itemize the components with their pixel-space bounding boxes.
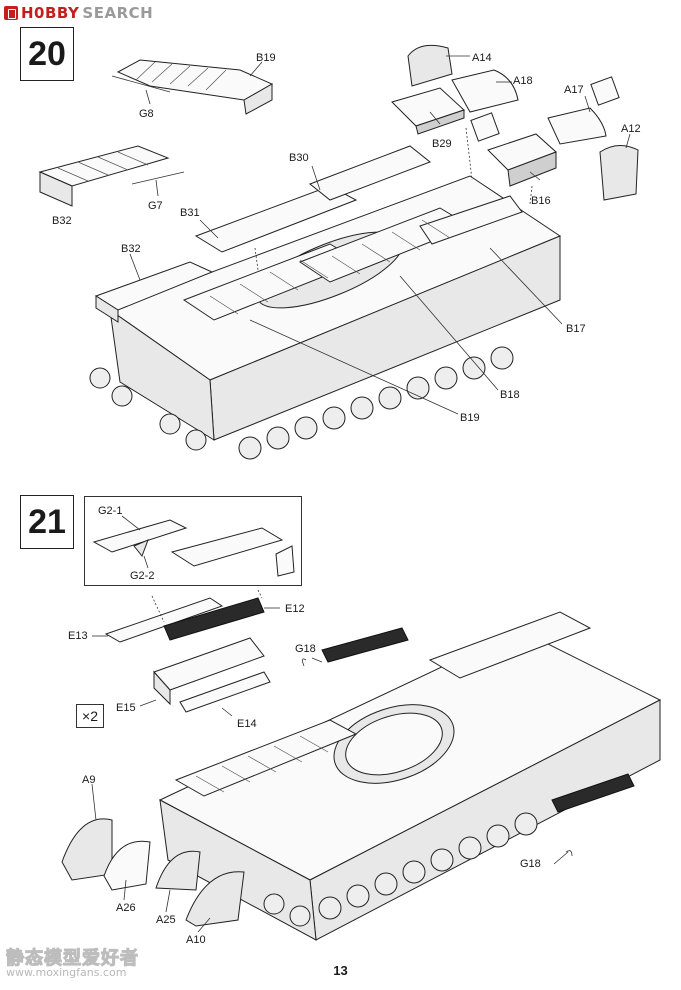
road-wheels-step21 bbox=[263, 812, 538, 927]
quantity-multiplier-badge: ×2 bbox=[76, 704, 104, 728]
part-b29 bbox=[391, 87, 465, 135]
label-a9: A9 bbox=[82, 774, 96, 786]
watermark-chinese-text: 静态模型爱好者 bbox=[6, 948, 139, 970]
label-a14: A14 bbox=[472, 52, 492, 64]
label-e15: E15 bbox=[116, 702, 136, 714]
step-number-20: 20 bbox=[20, 27, 74, 81]
part-b32-mid bbox=[94, 261, 214, 323]
label-a26: A26 bbox=[116, 902, 136, 914]
label-b19-top: B19 bbox=[256, 52, 276, 64]
label-b32-left: B32 bbox=[52, 215, 72, 227]
label-b30: B30 bbox=[289, 152, 309, 164]
label-a25: A25 bbox=[156, 914, 176, 926]
label-a17: A17 bbox=[564, 84, 584, 96]
label-a10: A10 bbox=[186, 934, 206, 946]
part-b19-top bbox=[116, 59, 274, 115]
hobbysearch-watermark: H0BBY SEARCH bbox=[4, 2, 153, 24]
label-g18-top: G18 bbox=[295, 643, 316, 655]
label-a18: A18 bbox=[513, 75, 533, 87]
label-a12: A12 bbox=[621, 123, 641, 135]
label-b19-bottom: B19 bbox=[460, 412, 480, 424]
mudguard-parts bbox=[61, 818, 245, 927]
label-b29: B29 bbox=[432, 138, 452, 150]
part-a17 bbox=[547, 107, 607, 145]
label-b32-mid: B32 bbox=[121, 243, 141, 255]
label-e12: E12 bbox=[285, 603, 305, 615]
part-a14 bbox=[407, 44, 453, 87]
watermark-part-b: SEARCH bbox=[82, 4, 154, 22]
label-g8: G8 bbox=[139, 108, 154, 120]
inset-g2-parts bbox=[92, 519, 295, 577]
label-b18: B18 bbox=[500, 389, 520, 401]
hull-step20 bbox=[108, 145, 562, 441]
watermark-url: www.moxingfans.com bbox=[6, 966, 127, 979]
label-b31: B31 bbox=[180, 207, 200, 219]
part-a12 bbox=[599, 145, 639, 201]
part-b32-left bbox=[38, 145, 170, 207]
exhaust-cover-assembly bbox=[104, 597, 271, 713]
label-g7: G7 bbox=[148, 200, 163, 212]
hobbysearch-logo-icon bbox=[4, 6, 18, 20]
part-a18 bbox=[451, 69, 519, 113]
part-b16 bbox=[487, 133, 557, 187]
label-g18-bottom: G18 bbox=[520, 858, 541, 870]
label-e14: E14 bbox=[237, 718, 257, 730]
label-b17: B17 bbox=[566, 323, 586, 335]
step-number-21: 21 bbox=[20, 495, 74, 549]
label-g2-1: G2-1 bbox=[98, 505, 123, 517]
label-g2-2: G2-2 bbox=[130, 570, 155, 582]
page-number: 13 bbox=[333, 963, 348, 978]
label-b16: B16 bbox=[531, 195, 551, 207]
moxingfans-watermark: 静态模型爱好者 www.moxingfans.com bbox=[6, 944, 139, 980]
label-e13: E13 bbox=[68, 630, 88, 642]
road-wheels-step20 bbox=[89, 346, 514, 460]
watermark-part-a: H0BBY bbox=[21, 4, 80, 22]
